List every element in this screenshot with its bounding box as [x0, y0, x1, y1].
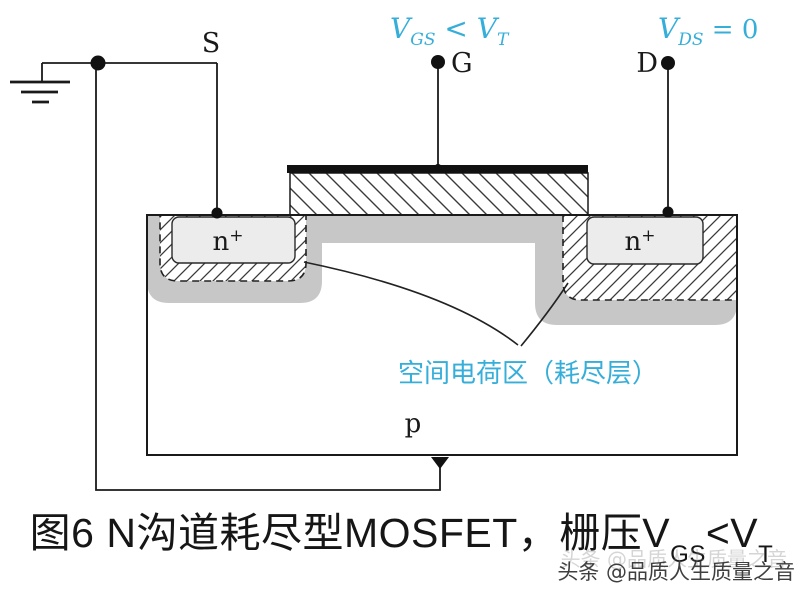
- vds-v: V: [658, 12, 681, 45]
- vt-v: V: [477, 12, 500, 45]
- gate-terminal-label: G: [451, 48, 473, 79]
- junction-dots: [90, 55, 675, 469]
- depletion-leader-curves: [303, 261, 569, 347]
- body-return-wire: [95, 63, 441, 491]
- drain-n-plus-label: n+: [625, 226, 656, 257]
- mosfet-cross-section-diagram: S G D VGS < VT VDS = 0 n+ n+ p 空间电荷区（耗尽层…: [10, 12, 758, 491]
- watermark-ghost: 头条 @品质人生质量之音: [560, 547, 787, 571]
- drain-n-plus-region: [586, 216, 704, 265]
- gate-bias-annotation: VGS < VT: [390, 12, 510, 50]
- source-terminal-label: S: [202, 28, 221, 59]
- drain-terminal-label: D: [636, 48, 658, 79]
- substrate-p-label: p: [405, 409, 422, 439]
- ground-symbol-icon: [10, 80, 70, 104]
- vgs-sub: GS: [410, 30, 435, 50]
- n-base: n: [625, 227, 642, 257]
- caption-mid: <V: [705, 510, 759, 556]
- vt-sub: T: [497, 30, 510, 50]
- watermark-text: 头条 @品质人生质量之音: [557, 560, 795, 584]
- source-contact-dot: [211, 207, 223, 219]
- vgs-v: V: [390, 12, 413, 45]
- gate-oxide: [289, 172, 589, 216]
- depletion-region-channel: [315, 215, 545, 243]
- caption-prefix: 图6 N沟道耗尽型MOSFET，栅压V: [29, 510, 671, 556]
- vgs-rel: <: [435, 12, 476, 45]
- depletion-region-label: 空间电荷区（耗尽层）: [398, 359, 658, 389]
- n-base: n: [213, 227, 230, 257]
- vds-value: = 0: [704, 15, 759, 45]
- n-sup: +: [229, 226, 243, 246]
- figure-caption: 图6 N沟道耗尽型MOSFET，栅压VGS<VT: [0, 499, 803, 567]
- drain-contact-dot: [662, 206, 674, 218]
- source-n-plus-region: [171, 216, 296, 264]
- source-n-plus-label: n+: [213, 226, 244, 257]
- body-contact-triangle: [431, 457, 449, 469]
- caption-sub-t: T: [758, 541, 774, 569]
- p-substrate-body: [146, 214, 738, 456]
- ground-junction-dot: [90, 55, 106, 71]
- gate-contact-dot: [434, 164, 442, 172]
- drain-terminal-dot: [661, 56, 675, 70]
- drain-bias-annotation: VDS = 0: [658, 12, 758, 50]
- caption-sub-gs: GS: [670, 541, 706, 569]
- circuit-wires: [41, 62, 669, 491]
- n-sup: +: [641, 226, 655, 246]
- gate-terminal-dot: [431, 55, 445, 69]
- vds-sub: DS: [677, 30, 703, 50]
